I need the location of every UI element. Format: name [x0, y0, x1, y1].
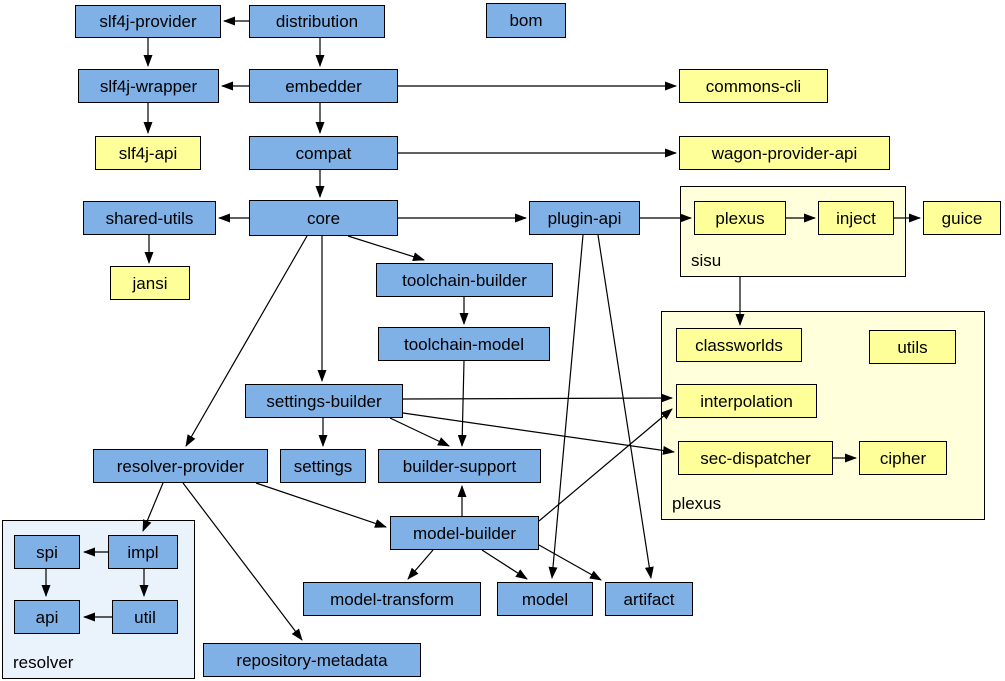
edge-core-to-toolchain-builder — [347, 235, 425, 261]
node-settings-builder: settings-builder — [245, 384, 403, 418]
node-builder-support: builder-support — [378, 449, 541, 483]
edge-settings-builder-to-builder-support — [389, 417, 450, 447]
node-resolver-provider: resolver-provider — [93, 449, 268, 483]
group-label-plexus: plexus — [672, 494, 722, 513]
node-distribution: distribution — [249, 5, 385, 38]
node-wagon-provider-api: wagon-provider-api — [679, 136, 890, 170]
node-plexus-utils: utils — [869, 330, 956, 364]
group-label-sisu: sisu — [691, 251, 722, 270]
node-classworlds: classworlds — [676, 328, 802, 362]
node-slf4j-api: slf4j-api — [95, 136, 201, 170]
node-bom: bom — [486, 3, 566, 38]
node-slf4j-provider: slf4j-provider — [75, 5, 221, 38]
edge-resolver-provider-to-repository-metadata — [182, 482, 303, 641]
edge-model-builder-to-model-transform — [407, 549, 434, 580]
node-embedder: embedder — [249, 69, 398, 103]
node-toolchain-model: toolchain-model — [378, 327, 550, 361]
group-label-resolver: resolver — [13, 653, 74, 672]
node-interpolation: interpolation — [676, 384, 817, 418]
edge-model-builder-to-interpolation — [538, 408, 673, 522]
edge-plugin-api-to-artifact — [597, 234, 654, 579]
edge-model-builder-to-model — [481, 549, 528, 580]
node-model-builder: model-builder — [390, 516, 539, 550]
node-util: util — [112, 600, 178, 634]
edge-resolver-provider-to-impl — [142, 482, 164, 532]
node-spi: spi — [14, 535, 80, 569]
node-model: model — [497, 582, 593, 616]
node-compat: compat — [249, 136, 398, 170]
node-core: core — [249, 200, 398, 236]
node-resolver-api: api — [14, 600, 80, 634]
node-commons-cli: commons-cli — [679, 69, 828, 103]
node-slf4j-wrapper: slf4j-wrapper — [78, 69, 219, 103]
edge-toolchain-model-to-builder-support — [457, 360, 467, 447]
edge-settings-builder-to-interpolation — [402, 393, 673, 403]
node-toolchain-builder: toolchain-builder — [376, 263, 553, 297]
node-inject: inject — [818, 201, 894, 235]
node-settings: settings — [280, 449, 366, 483]
edge-resolver-provider-to-model-builder — [255, 482, 387, 528]
node-sisu-plexus: plexus — [694, 201, 786, 235]
node-impl: impl — [108, 535, 178, 569]
node-sec-dispatcher: sec-dispatcher — [678, 441, 833, 475]
edge-core-to-resolver-provider — [185, 235, 308, 447]
node-guice: guice — [923, 201, 1001, 235]
node-cipher: cipher — [859, 441, 947, 475]
node-repository-metadata: repository-metadata — [203, 643, 421, 677]
node-jansi: jansi — [110, 266, 190, 300]
edge-model-builder-to-artifact — [538, 544, 602, 581]
edge-plugin-api-to-model — [548, 234, 584, 579]
node-model-transform: model-transform — [303, 582, 481, 616]
node-shared-utils: shared-utils — [83, 201, 216, 235]
node-plugin-api: plugin-api — [529, 201, 640, 235]
node-artifact: artifact — [605, 582, 693, 616]
